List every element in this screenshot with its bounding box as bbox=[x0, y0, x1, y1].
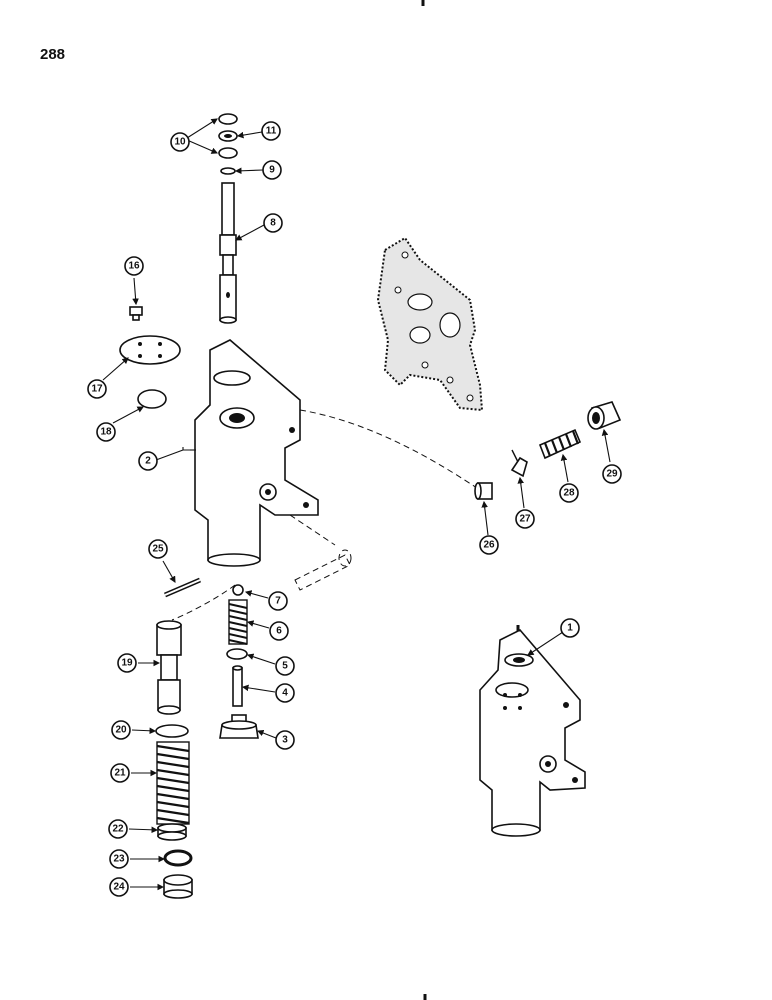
svg-text:24: 24 bbox=[113, 882, 125, 893]
svg-text:21: 21 bbox=[114, 768, 126, 779]
callout-18: 18 bbox=[96, 422, 116, 442]
svg-text:10: 10 bbox=[174, 137, 186, 148]
callout-17: 17 bbox=[87, 379, 107, 399]
svg-text:23: 23 bbox=[113, 854, 125, 865]
callout-21: 21 bbox=[110, 763, 130, 783]
plunger-4 bbox=[232, 665, 243, 707]
cap-24 bbox=[163, 874, 193, 899]
gasket bbox=[376, 236, 484, 412]
callout-26: 26 bbox=[479, 535, 499, 555]
assembled-valve bbox=[479, 625, 586, 837]
svg-text:18: 18 bbox=[100, 427, 112, 438]
callout-11: 11 bbox=[261, 121, 281, 141]
o-ring-9 bbox=[220, 167, 236, 175]
o-ring-5 bbox=[226, 648, 248, 660]
callout-1: 1 bbox=[560, 618, 580, 638]
svg-text:7: 7 bbox=[275, 596, 281, 607]
callout-8: 8 bbox=[263, 213, 283, 233]
spring-outline bbox=[294, 549, 352, 591]
callout-28: 28 bbox=[559, 483, 579, 503]
spring-21 bbox=[156, 741, 190, 825]
spring-6 bbox=[228, 599, 248, 645]
svg-text:11: 11 bbox=[266, 126, 277, 137]
callout-24: 24 bbox=[109, 877, 129, 897]
svg-text:26: 26 bbox=[483, 540, 495, 551]
callout-29: 29 bbox=[602, 464, 622, 484]
valve-spool bbox=[219, 182, 237, 324]
callout-3: 3 bbox=[275, 730, 295, 750]
cover-plate bbox=[119, 335, 181, 365]
svg-text:8: 8 bbox=[270, 218, 276, 229]
svg-text:17: 17 bbox=[91, 384, 103, 395]
ball-7 bbox=[232, 584, 244, 596]
callout-4: 4 bbox=[275, 683, 295, 703]
svg-text:9: 9 bbox=[269, 165, 275, 176]
ring-18 bbox=[137, 389, 167, 409]
piston-19 bbox=[156, 620, 182, 715]
callout-25: 25 bbox=[148, 539, 168, 559]
svg-text:6: 6 bbox=[276, 626, 282, 637]
callout-6: 6 bbox=[269, 621, 289, 641]
callout-23: 23 bbox=[109, 849, 129, 869]
disc-22 bbox=[157, 823, 187, 841]
svg-text:1: 1 bbox=[567, 623, 573, 634]
spring-28 bbox=[538, 428, 582, 460]
svg-text:29: 29 bbox=[606, 469, 618, 480]
plug-3 bbox=[219, 714, 259, 739]
callout-19: 19 bbox=[117, 653, 137, 673]
callout-2: 2 bbox=[138, 451, 158, 471]
seal-stack bbox=[218, 113, 238, 159]
valve-housing bbox=[194, 339, 319, 567]
callout-16: 16 bbox=[124, 256, 144, 276]
callout-10: 10 bbox=[170, 132, 190, 152]
svg-text:22: 22 bbox=[112, 824, 124, 835]
svg-text:28: 28 bbox=[563, 488, 575, 499]
svg-text:4: 4 bbox=[282, 688, 288, 699]
callout-27: 27 bbox=[515, 509, 535, 529]
svg-text:20: 20 bbox=[115, 725, 127, 736]
page-number: 288 bbox=[40, 46, 66, 63]
svg-text:5: 5 bbox=[282, 661, 288, 672]
poppet-27 bbox=[510, 449, 528, 478]
callout-20: 20 bbox=[111, 720, 131, 740]
ring-23 bbox=[163, 849, 193, 867]
callout-22: 22 bbox=[108, 819, 128, 839]
svg-text:3: 3 bbox=[282, 735, 288, 746]
svg-text:16: 16 bbox=[128, 261, 140, 272]
svg-text:2: 2 bbox=[145, 456, 151, 467]
callout-9: 9 bbox=[262, 160, 282, 180]
callout-7: 7 bbox=[268, 591, 288, 611]
sleeve-26 bbox=[474, 482, 493, 500]
screw-16 bbox=[129, 306, 143, 321]
svg-text:27: 27 bbox=[519, 514, 531, 525]
svg-text:19: 19 bbox=[121, 658, 133, 669]
callout-5: 5 bbox=[275, 656, 295, 676]
plug-29 bbox=[587, 401, 622, 430]
washer-20 bbox=[155, 724, 189, 738]
svg-text:25: 25 bbox=[152, 544, 164, 555]
